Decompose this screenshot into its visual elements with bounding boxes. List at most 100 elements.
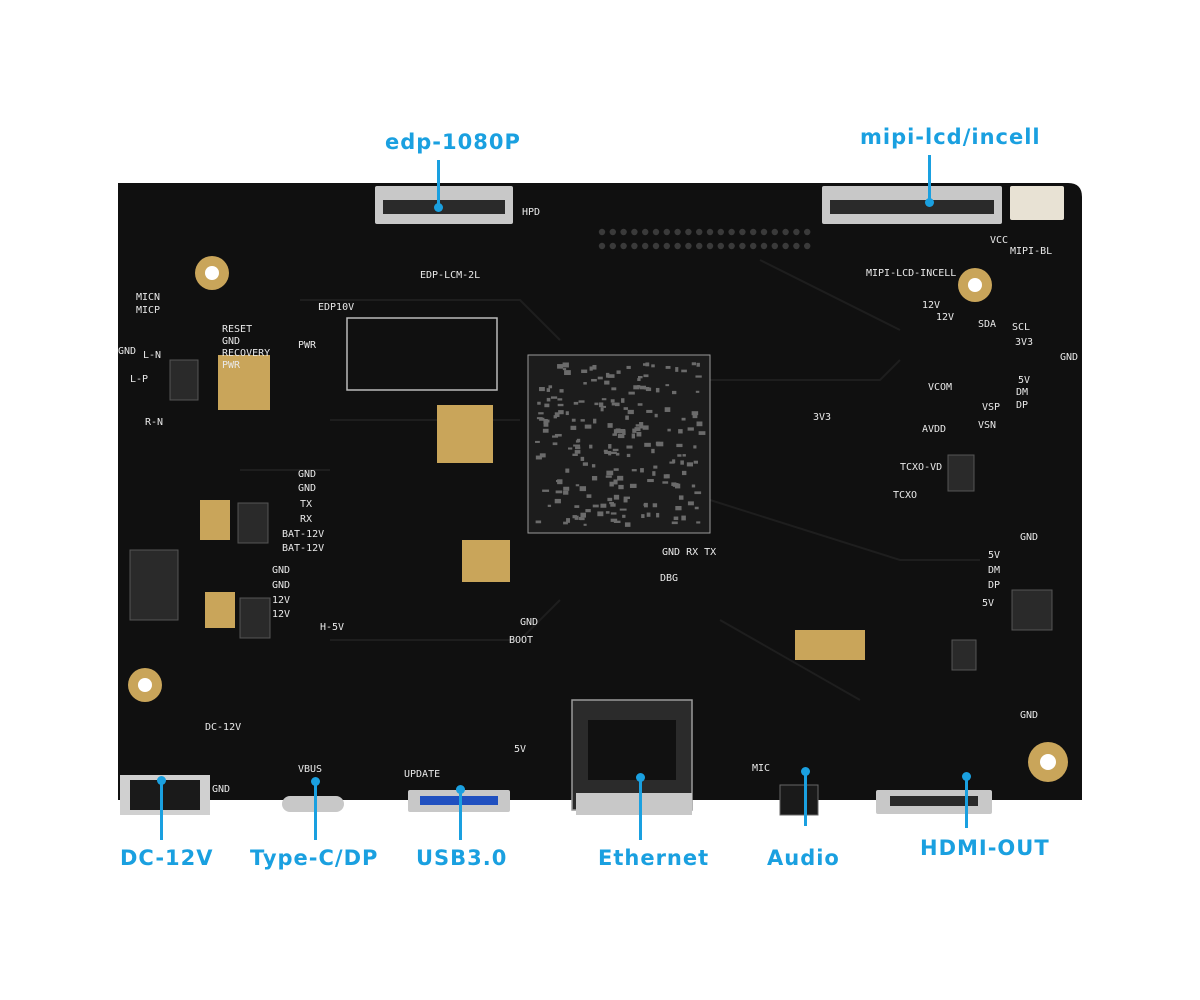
soc-component <box>613 520 621 524</box>
svg-text:GND: GND <box>1020 532 1038 543</box>
svg-text:GND: GND <box>1020 710 1038 721</box>
soc-component <box>539 453 546 458</box>
soc-component <box>613 429 617 434</box>
soc-component <box>669 461 675 464</box>
soc-component <box>584 424 592 429</box>
svg-text:VCC: VCC <box>990 235 1008 246</box>
header-pin <box>598 242 606 250</box>
soc-component <box>610 451 617 454</box>
soc-component <box>537 401 541 405</box>
callout-mipi-label: mipi-lcd/incell <box>860 125 1041 149</box>
header-pin <box>717 228 724 236</box>
gold-pad <box>795 630 865 660</box>
soc-component <box>600 407 604 412</box>
soc-component <box>589 444 593 449</box>
soc-component <box>562 362 569 368</box>
soc-component <box>591 476 598 481</box>
header-pin <box>804 242 811 250</box>
header-pin <box>739 242 746 250</box>
svg-text:MICN: MICN <box>136 292 160 303</box>
soc-component <box>645 362 650 367</box>
soc-component <box>594 402 599 406</box>
soc-component <box>643 503 648 507</box>
soc-component <box>538 412 544 415</box>
svg-text:3V3: 3V3 <box>1015 337 1033 348</box>
callout-mipi-dot <box>925 198 934 207</box>
svg-text:L-P: L-P <box>130 374 148 385</box>
soc-component <box>573 401 579 405</box>
header-pin <box>750 228 757 236</box>
soc-component <box>563 486 570 491</box>
soc-component <box>652 503 658 508</box>
soc-component <box>562 368 567 371</box>
callout-typec-line <box>314 781 317 840</box>
audio-jack <box>779 784 819 816</box>
soc-component <box>637 378 641 382</box>
soc-component <box>604 451 610 454</box>
soc-component <box>572 515 577 519</box>
soc-component <box>636 431 642 437</box>
soc-component <box>643 374 649 378</box>
soc-component <box>592 364 597 370</box>
soc-component <box>554 412 560 418</box>
soc-component <box>597 376 603 380</box>
svg-text:12V: 12V <box>922 300 940 311</box>
soc-component <box>609 481 614 487</box>
header-pin <box>782 228 789 236</box>
svg-text:RECOVERY: RECOVERY <box>222 348 270 359</box>
svg-text:DM: DM <box>1016 387 1028 398</box>
header-pin <box>631 228 638 236</box>
svg-text:PWR: PWR <box>298 340 317 351</box>
soc-component <box>605 372 610 378</box>
soc-component <box>558 410 564 415</box>
callout-ethernet-line <box>639 777 642 840</box>
soc-component <box>611 402 618 406</box>
soc-component <box>613 479 618 485</box>
header-pin <box>609 242 616 250</box>
soc-component <box>633 385 640 390</box>
soc-component <box>606 470 614 476</box>
soc-component <box>579 517 585 521</box>
svg-text:DC-12V: DC-12V <box>205 722 241 733</box>
soc-component <box>610 518 618 522</box>
soc-component <box>671 521 678 525</box>
soc-component <box>547 504 552 507</box>
soc-component <box>676 443 683 448</box>
soc-component <box>667 428 671 432</box>
soc-component <box>681 515 686 521</box>
svg-text:GND: GND <box>298 483 316 494</box>
soc-component <box>607 374 615 378</box>
soc-component <box>639 422 644 427</box>
svg-text:TCXO: TCXO <box>893 490 917 501</box>
soc-component <box>629 483 637 488</box>
soc-component <box>619 508 627 511</box>
header-pin <box>706 228 714 236</box>
soc-component <box>582 462 588 466</box>
header-pin <box>631 242 638 250</box>
header-pin <box>642 242 649 250</box>
soc-component <box>651 448 655 454</box>
soc-component <box>642 363 647 366</box>
svg-text:TX: TX <box>300 499 312 510</box>
soc-component <box>672 459 676 464</box>
callout-ethernet-label: Ethernet <box>598 846 710 870</box>
soc-component <box>552 442 558 446</box>
soc-component <box>696 362 700 367</box>
header-pin <box>642 228 649 236</box>
soc-component <box>678 495 684 500</box>
soc-component <box>639 385 647 390</box>
header-pin <box>663 228 670 236</box>
soc-component <box>626 445 633 449</box>
soc-component <box>589 366 593 371</box>
soc-component <box>575 484 580 487</box>
mounting-hole <box>1028 742 1068 782</box>
svg-text:GND: GND <box>520 617 538 628</box>
soc-component <box>681 369 687 373</box>
header-pin <box>685 242 692 250</box>
header-pin <box>793 228 800 236</box>
soc-component <box>696 521 701 524</box>
header-pin <box>760 242 768 250</box>
soc-component <box>680 460 684 465</box>
soc-component <box>572 453 578 456</box>
svg-text:5V: 5V <box>514 744 526 755</box>
